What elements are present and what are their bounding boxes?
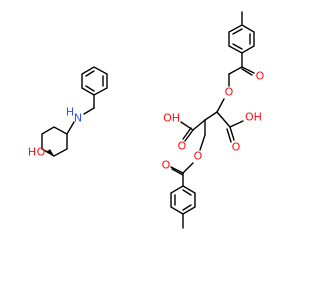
left-acid-hydroxyl-label: OH [163, 112, 180, 125]
ditoluoyl-tartaric-acid-molecule [170, 11, 255, 229]
benzyl-ring [81, 66, 108, 96]
alcohol-hydrogen-label: H [28, 146, 36, 159]
right-acid-carbonyl-oxygen-label: O [232, 141, 241, 154]
amine-hydrogen-label: H [66, 106, 74, 119]
upper-ester-oxygen-label: O [225, 86, 234, 99]
upper-toluoyl-ring [228, 11, 255, 68]
lower-toluoyl-ring [170, 185, 196, 229]
left-acid-carbonyl-oxygen-label: O [178, 140, 187, 153]
right-acid-hydroxyl-label: OH [245, 111, 262, 124]
cyclohexane-ring [41, 126, 68, 157]
chemical-structure-diagram: N H O H O O OH OH O O O O [28, 11, 265, 229]
alcohol-oxygen-label: O [37, 146, 46, 159]
lower-ester-oxygen-label: O [194, 150, 203, 163]
upper-carbonyl-oxygen-label: O [256, 70, 265, 83]
n-ring-bond [66, 121, 75, 135]
benzylaminocyclohexanol-molecule [41, 66, 108, 157]
amine-nitrogen-label: N [74, 112, 82, 125]
atom-labels: N H O H O O OH OH O O O O [28, 70, 265, 172]
lower-carbonyl-oxygen-label: O [162, 159, 171, 172]
ch2-n-bond [83, 107, 95, 115]
